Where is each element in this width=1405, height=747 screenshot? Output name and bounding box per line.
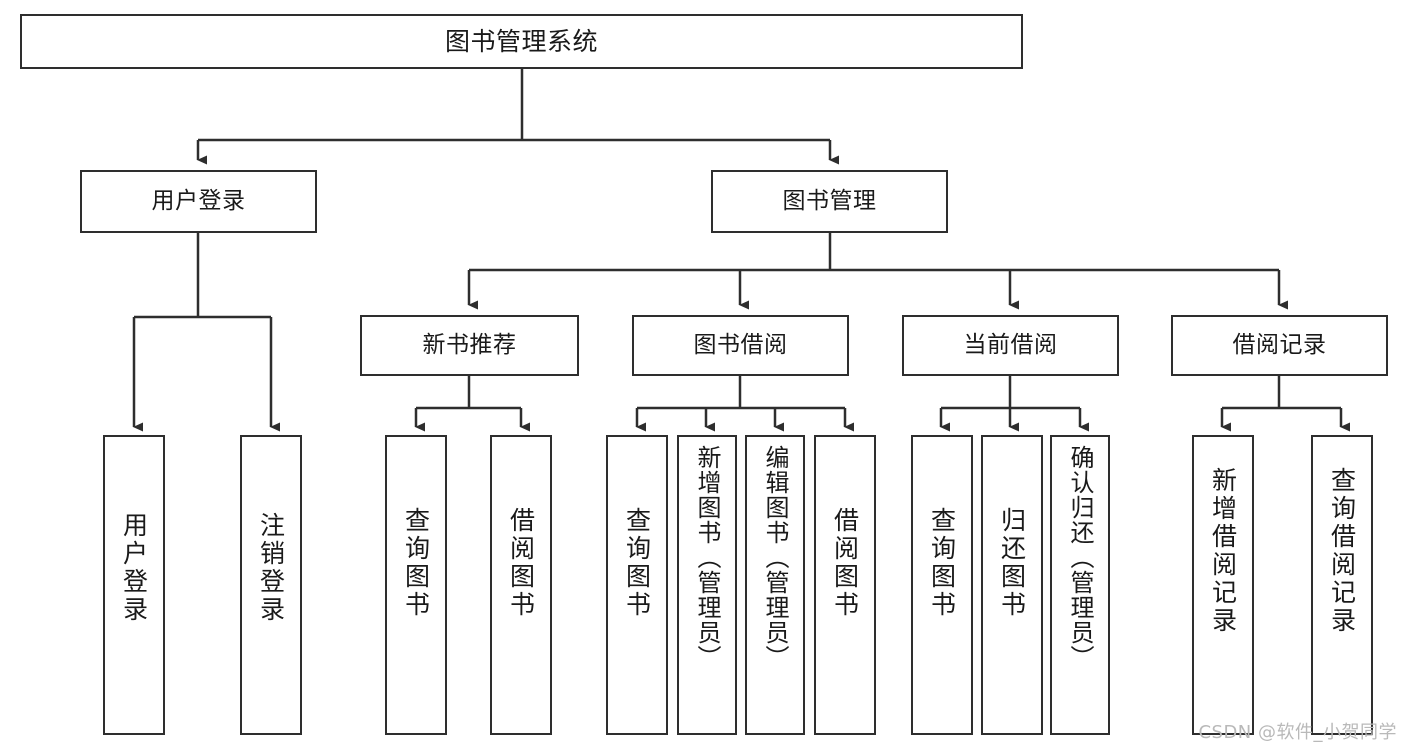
leaf-nb-query-book[interactable]: 查询图书 [385, 435, 447, 735]
node-book-management-label: 图书管理 [782, 187, 877, 214]
leaf-br-query-record-label: 查询借阅记录 [1327, 467, 1357, 635]
leaf-bb-edit-book-admin-label: 编辑图书（管理员） [761, 445, 789, 670]
node-new-book-recommend-label: 新书推荐 [422, 331, 517, 358]
leaf-user-login[interactable]: 用户登录 [103, 435, 165, 735]
leaf-nb-borrow-book[interactable]: 借阅图书 [490, 435, 552, 735]
leaf-bb-add-book-admin[interactable]: 新增图书（管理员） [677, 435, 737, 735]
node-book-management[interactable]: 图书管理 [711, 170, 948, 233]
leaf-nb-borrow-book-label: 借阅图书 [506, 507, 536, 619]
node-current-borrow-label: 当前借阅 [963, 331, 1058, 358]
leaf-bb-query-book-label: 查询图书 [622, 507, 652, 619]
csdn-watermark: CSDN @软件_小贺同学 [1198, 722, 1397, 743]
leaf-cb-confirm-return-admin-label: 确认归还（管理员） [1066, 445, 1094, 670]
node-user-login-label: 用户登录 [151, 187, 246, 214]
leaf-cb-return-book[interactable]: 归还图书 [981, 435, 1043, 735]
leaf-cb-confirm-return-admin[interactable]: 确认归还（管理员） [1050, 435, 1110, 735]
node-book-borrow[interactable]: 图书借阅 [632, 315, 849, 376]
node-root-label: 图书管理系统 [444, 26, 598, 56]
node-borrow-record-label: 借阅记录 [1232, 331, 1327, 358]
node-borrow-record[interactable]: 借阅记录 [1171, 315, 1388, 376]
leaf-bb-borrow-book[interactable]: 借阅图书 [814, 435, 876, 735]
leaf-br-add-record-label: 新增借阅记录 [1208, 467, 1238, 635]
leaf-user-login-label: 用户登录 [119, 512, 149, 624]
leaf-bb-borrow-book-label: 借阅图书 [830, 507, 860, 619]
leaf-bb-edit-book-admin[interactable]: 编辑图书（管理员） [745, 435, 805, 735]
node-user-login[interactable]: 用户登录 [80, 170, 317, 233]
node-root-book-management-system[interactable]: 图书管理系统 [20, 14, 1023, 69]
leaf-cb-query-book[interactable]: 查询图书 [911, 435, 973, 735]
leaf-br-query-record[interactable]: 查询借阅记录 [1311, 435, 1373, 735]
node-new-book-recommend[interactable]: 新书推荐 [360, 315, 579, 376]
node-current-borrow[interactable]: 当前借阅 [902, 315, 1119, 376]
leaf-logout-label: 注销登录 [256, 512, 286, 624]
leaf-bb-add-book-admin-label: 新增图书（管理员） [693, 445, 721, 670]
leaf-nb-query-book-label: 查询图书 [401, 507, 431, 619]
leaf-bb-query-book[interactable]: 查询图书 [606, 435, 668, 735]
leaf-logout[interactable]: 注销登录 [240, 435, 302, 735]
leaf-br-add-record[interactable]: 新增借阅记录 [1192, 435, 1254, 735]
leaf-cb-return-book-label: 归还图书 [997, 507, 1027, 619]
leaf-cb-query-book-label: 查询图书 [927, 507, 957, 619]
node-book-borrow-label: 图书借阅 [693, 331, 788, 358]
